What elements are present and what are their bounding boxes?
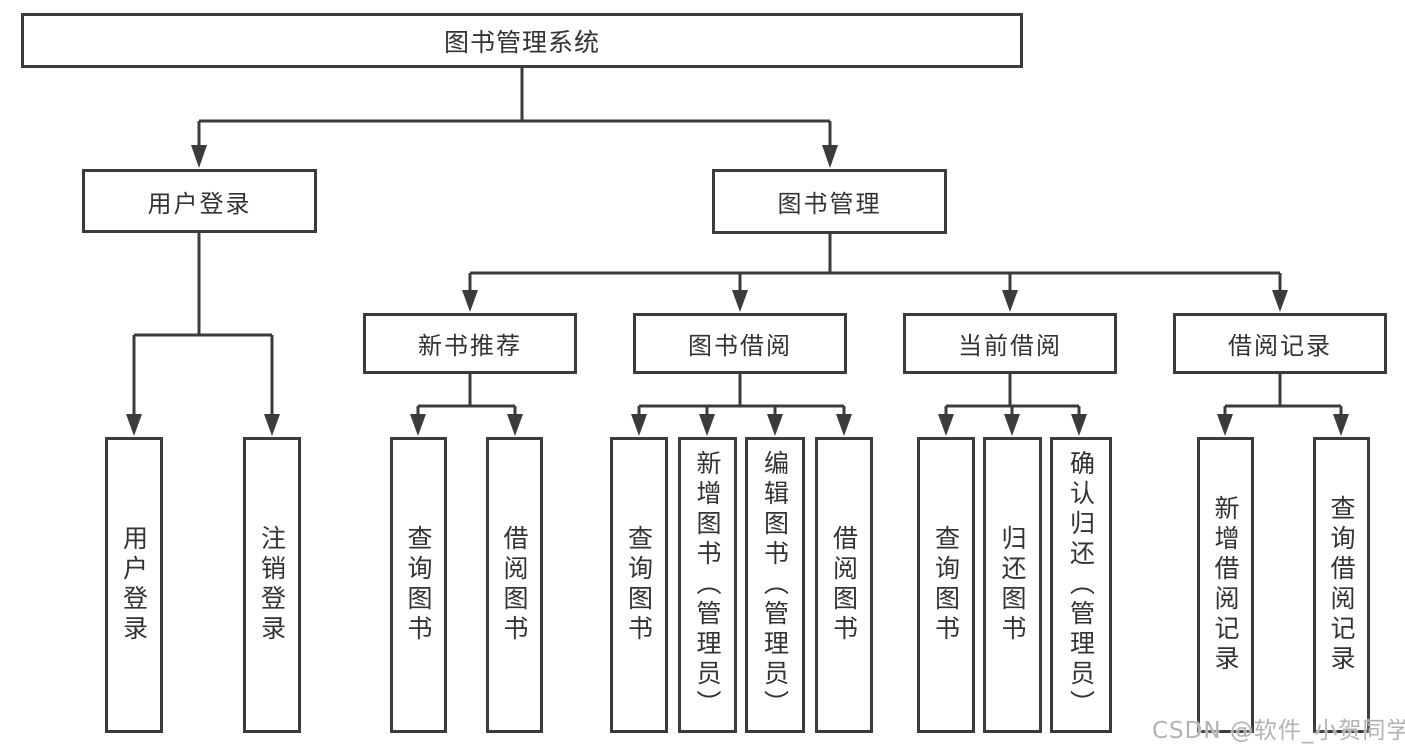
csdn-watermark: CSDN @软件_小贺同学 [1152, 718, 1405, 744]
leaf-add-borrow-record-label: 新增借阅记录 [1211, 495, 1240, 675]
leaf-recommend-borrow-book-label: 借阅图书 [500, 525, 529, 645]
leaf-recommend-borrow-book: 借阅图书 [486, 437, 543, 733]
node-new-book-recommend-label: 新书推荐 [418, 332, 522, 360]
node-book-management: 图书管理 [712, 169, 947, 234]
leaf-return-book-label: 归还图书 [998, 525, 1027, 645]
leaf-logout: 注销登录 [243, 437, 301, 733]
node-book-borrow: 图书借阅 [633, 313, 847, 374]
leaf-user-login: 用户登录 [105, 437, 163, 733]
leaf-confirm-return-admin: 确认归还（管理员） [1050, 437, 1112, 733]
leaf-add-book-admin-label: 新增图书（管理员） [693, 450, 722, 720]
node-root-label: 图书管理系统 [443, 27, 600, 57]
leaf-recommend-query-book-label: 查询图书 [404, 525, 433, 645]
leaf-query-borrow-record: 查询借阅记录 [1313, 437, 1370, 733]
leaf-edit-book-admin: 编辑图书（管理员） [745, 437, 805, 733]
node-user-login: 用户登录 [82, 169, 317, 233]
leaf-current-query-book: 查询图书 [917, 437, 975, 733]
leaf-borrow-query-book: 查询图书 [610, 437, 668, 733]
node-current-borrow-label: 当前借阅 [958, 332, 1062, 360]
node-book-management-label: 图书管理 [777, 190, 882, 218]
leaf-query-borrow-record-label: 查询借阅记录 [1327, 495, 1356, 675]
node-borrow-record-label: 借阅记录 [1228, 332, 1332, 360]
leaf-borrow-book-label: 借阅图书 [829, 525, 859, 645]
leaf-add-book-admin: 新增图书（管理员） [678, 437, 737, 733]
leaf-user-login-label: 用户登录 [119, 525, 149, 645]
leaf-logout-label: 注销登录 [257, 525, 287, 645]
leaf-borrow-query-book-label: 查询图书 [624, 525, 654, 645]
node-borrow-record: 借阅记录 [1173, 313, 1387, 374]
node-new-book-recommend: 新书推荐 [363, 313, 577, 374]
node-book-borrow-label: 图书借阅 [688, 332, 792, 360]
leaf-current-query-book-label: 查询图书 [931, 525, 961, 645]
node-current-borrow: 当前借阅 [903, 313, 1117, 374]
leaf-return-book: 归还图书 [983, 437, 1042, 733]
leaf-borrow-book: 借阅图书 [815, 437, 873, 733]
leaf-add-borrow-record: 新增借阅记录 [1197, 437, 1254, 733]
node-root: 图书管理系统 [21, 13, 1023, 68]
leaf-edit-book-admin-label: 编辑图书（管理员） [760, 450, 790, 720]
node-user-login-label: 用户登录 [147, 189, 252, 218]
leaf-recommend-query-book: 查询图书 [390, 437, 447, 733]
leaf-confirm-return-admin-label: 确认归还（管理员） [1066, 450, 1096, 720]
